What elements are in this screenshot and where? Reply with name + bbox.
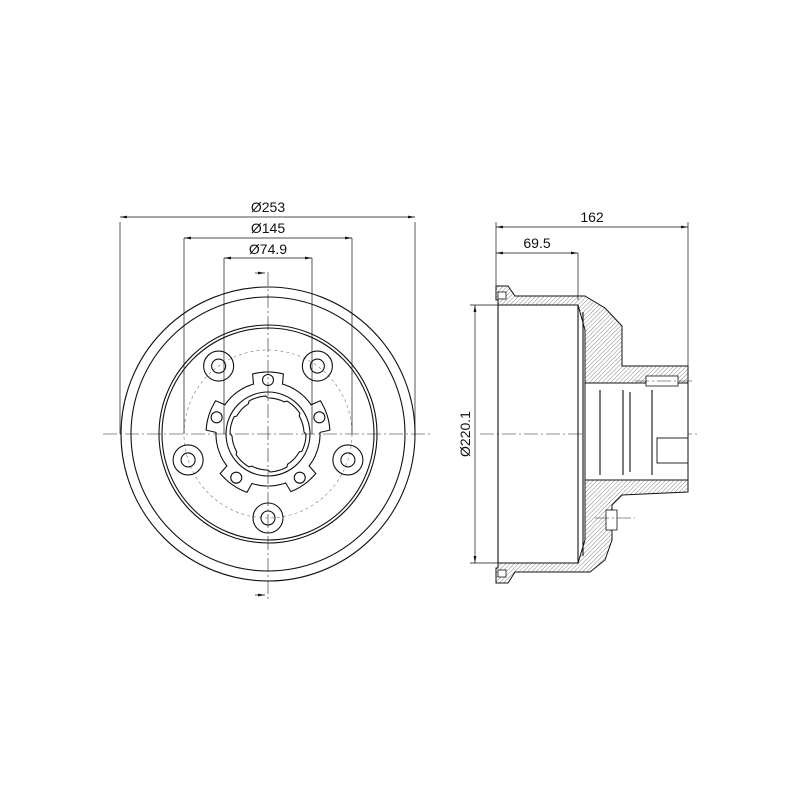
dim-center-bore: Ø74.9 [249,241,287,257]
bolt-hole-boss [252,502,284,534]
drum-face-inner [161,327,375,541]
threaded-hole-bottom [605,509,618,531]
dim-braking-diameter: Ø220.1 [457,411,473,457]
drum-rim [130,296,406,572]
bolt-hole [180,452,196,468]
bolt-hole-boss [332,444,364,476]
flange-hole [261,373,275,387]
bolt-hole [260,510,276,526]
keyway [656,437,689,464]
bolt-hole-boss [203,350,235,382]
bolt-hole-boss [172,444,204,476]
hub-flange-holes [210,373,326,484]
bolt-hole [340,452,356,468]
rim-groove-bottom [497,569,507,578]
dim-bolt-circle: Ø145 [251,220,285,236]
hub-flange [205,371,331,493]
front-view: Ø253 Ø145 Ø74.9 [103,199,432,600]
bolt-hole [309,358,325,374]
drum-section-top [495,285,689,384]
rim-groove-top [497,291,507,300]
wheel-bolt-holes [172,350,364,534]
bolt-hole [211,358,227,374]
dim-drum-depth: 69.5 [523,235,550,251]
hub-bore [584,382,689,481]
center-bore-splines [229,395,307,473]
center-bore-outer [225,391,311,477]
flange-hole [230,471,243,484]
dim-outer-diameter: Ø253 [251,199,285,215]
drum-section-bottom [495,479,689,584]
drum-face-outer [158,324,378,544]
flange-hole [313,411,326,424]
dim-overall-height: 162 [580,209,604,225]
side-section-view: 162 69.5 Ø220.1 [457,209,700,584]
flange-hole [293,471,306,484]
flange-hole [210,411,223,424]
bolt-hole-boss [301,350,333,382]
